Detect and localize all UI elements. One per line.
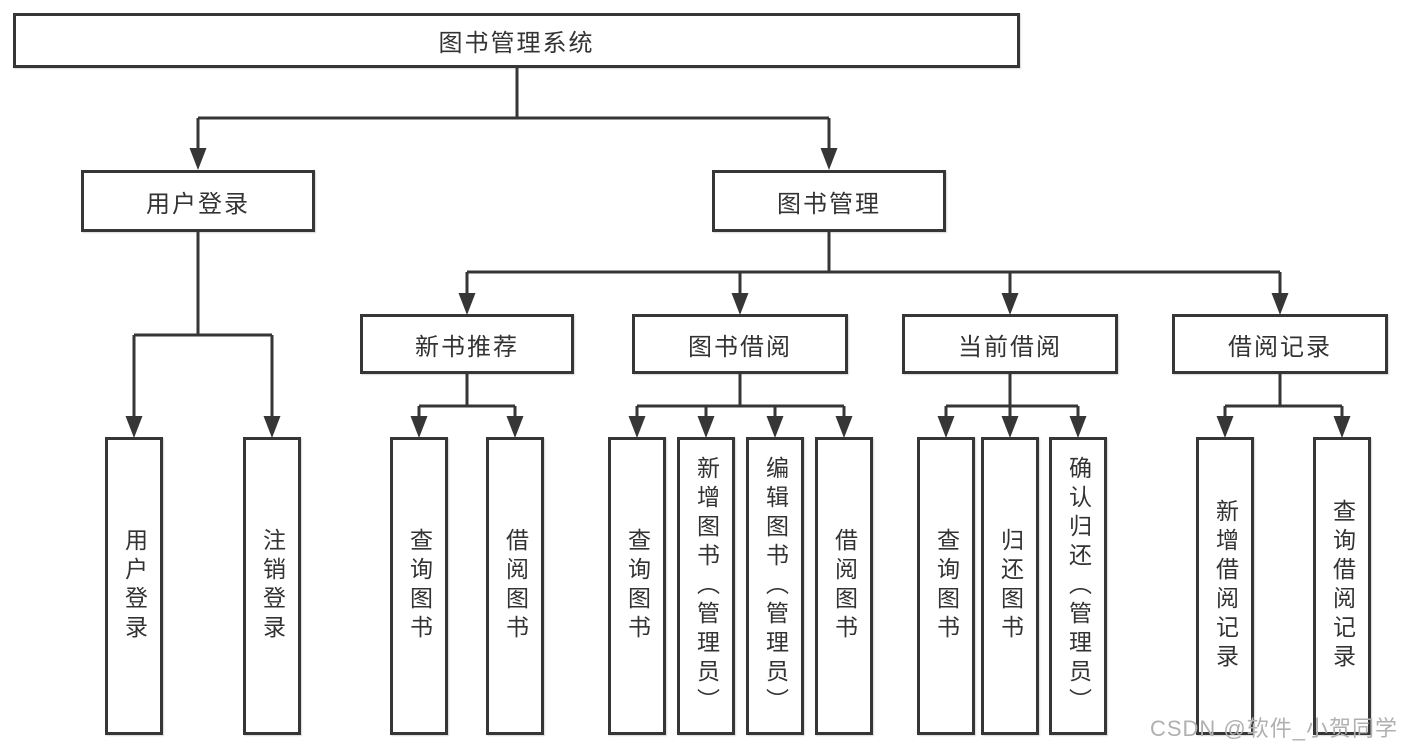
leaf-borrow-books-bb: 借阅图书: [815, 437, 873, 735]
node-root-library-system: 图书管理系统: [13, 13, 1020, 68]
leaf-query-books-cb: 查询图书: [917, 437, 975, 735]
leaf-query-borrow-record: 查询借阅记录: [1313, 437, 1371, 735]
node-book-management: 图书管理: [712, 170, 946, 232]
leaf-add-books-admin: 新增图书（管理员）: [677, 437, 735, 735]
leaf-add-borrow-record: 新增借阅记录: [1196, 437, 1254, 735]
node-borrow-records: 借阅记录: [1172, 314, 1388, 374]
leaf-logout: 注销登录: [243, 437, 301, 735]
leaf-return-books: 归还图书: [981, 437, 1039, 735]
node-current-borrow: 当前借阅: [902, 314, 1118, 374]
leaf-query-books-nb: 查询图书: [390, 437, 448, 735]
csdn-watermark: CSDN @软件_小贺同学: [1149, 716, 1398, 741]
leaf-borrow-books-nb: 借阅图书: [486, 437, 544, 735]
node-book-borrow: 图书借阅: [632, 314, 848, 374]
node-user-login: 用户登录: [81, 170, 315, 232]
leaf-user-login: 用户登录: [105, 437, 163, 735]
leaf-query-books-bb: 查询图书: [608, 437, 666, 735]
node-new-book-recommend: 新书推荐: [360, 314, 574, 374]
leaf-edit-books-admin: 编辑图书（管理员）: [746, 437, 804, 735]
leaf-confirm-return-admin: 确认归还（管理员）: [1049, 437, 1107, 735]
